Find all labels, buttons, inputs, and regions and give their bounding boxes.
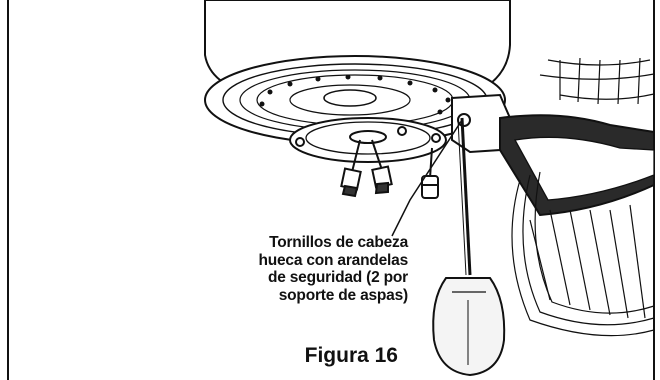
callout-line-2: hueca con arandelas <box>258 251 408 269</box>
screwdriver-icon <box>432 117 506 377</box>
switch-housing-plate <box>289 117 447 163</box>
figure-frame <box>7 0 655 380</box>
motor-housing <box>204 0 511 145</box>
socket-head-screw-icon <box>421 147 439 199</box>
woven-blade-texture <box>511 57 655 337</box>
callout-line-1: Tornillos de cabeza <box>269 234 408 251</box>
wire-connectors <box>340 139 393 198</box>
callout-line-3: de seguridad (2 por <box>267 269 408 286</box>
mounting-holes <box>259 74 451 115</box>
screw-callout-label: Tornillos de cabeza hueca con arandelas … <box>186 234 408 304</box>
figure-caption: Figura 16 <box>304 344 398 367</box>
callout-line-4: soporte de aspas) <box>278 286 408 304</box>
callout-leader <box>391 119 463 237</box>
fan-blade <box>451 57 655 337</box>
